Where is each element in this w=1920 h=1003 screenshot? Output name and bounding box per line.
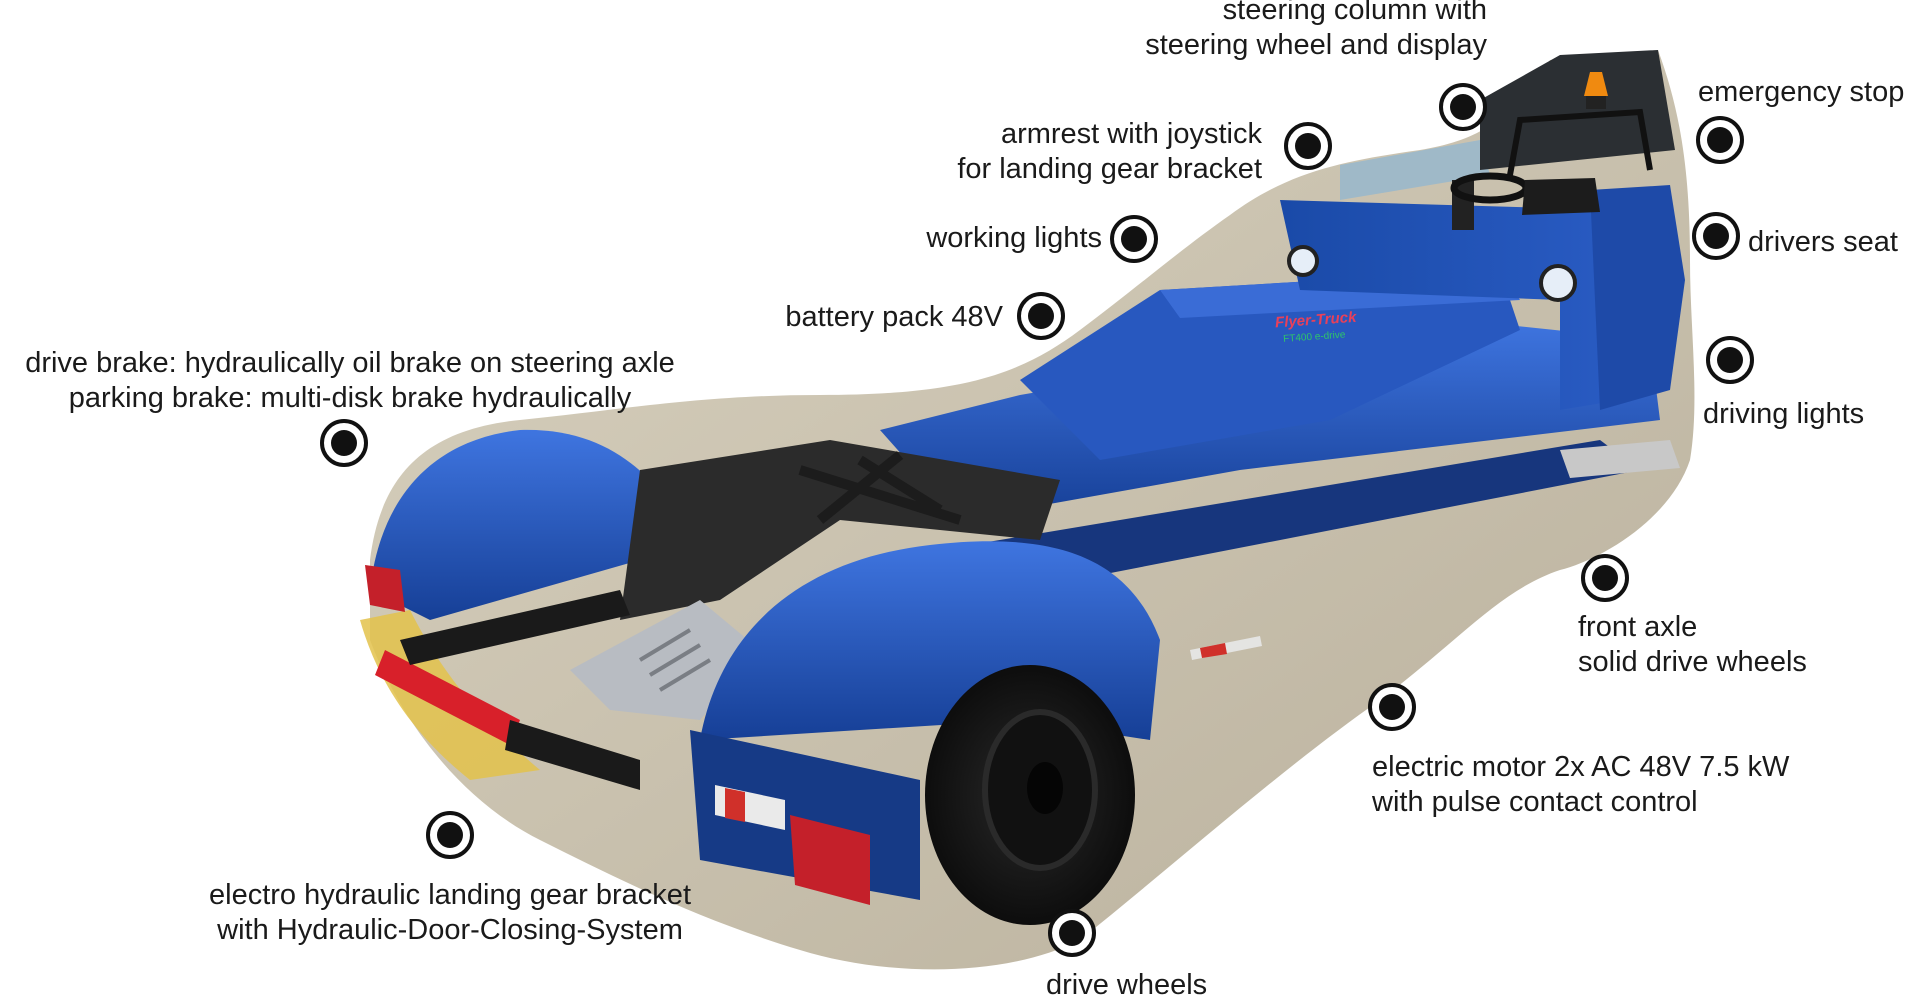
landing-gear-mechanism (620, 440, 1060, 620)
model-decal: FT400 e-drive (1283, 330, 1346, 345)
callout-marker-electric-motor (1368, 683, 1416, 731)
callout-marker-dot (437, 822, 463, 848)
callout-marker-dot (1028, 303, 1054, 329)
label-brakes: drive brake: hydraulically oil brake on … (25, 347, 675, 414)
tow-bar-arm (400, 590, 630, 665)
left-fender (370, 429, 650, 620)
cab-side-panel (1590, 185, 1685, 410)
label-drive-wheels: drive wheels (1046, 969, 1208, 1001)
callout-marker-steering-column (1439, 83, 1487, 131)
tow-bar (375, 650, 520, 745)
callout-marker-dot (331, 430, 357, 456)
callout-marker-front-axle (1581, 554, 1629, 602)
callout-marker-armrest (1284, 122, 1332, 170)
front-step (1560, 440, 1680, 478)
tray-slots (638, 628, 712, 692)
callout-marker-brakes (320, 419, 368, 467)
drivers-seat-shape (1522, 178, 1600, 215)
callout-marker-battery-pack (1017, 292, 1065, 340)
callout-marker-dot (1717, 347, 1743, 373)
taillight-right (790, 815, 870, 905)
battery-box (1020, 270, 1520, 460)
label-battery-pack: battery pack 48V (785, 301, 1003, 333)
callout-marker-landing-gear-bracket (426, 811, 474, 859)
brand-decal: Flyer-Truck (1275, 309, 1358, 332)
callout-marker-drivers-seat (1692, 212, 1740, 260)
label-landing-gear-bracket: electro hydraulic landing gear bracket w… (209, 879, 691, 946)
background-building (1340, 140, 1490, 200)
callout-marker-dot (1059, 920, 1085, 946)
headlight (1539, 264, 1577, 302)
callout-marker-dot (1703, 223, 1729, 249)
landing-gear-tray (570, 600, 760, 720)
label-emergency-stop: emergency stop (1698, 76, 1905, 108)
callout-marker-emergency-stop (1696, 116, 1744, 164)
label-driving-lights: driving lights (1703, 398, 1865, 430)
side-stripe (1200, 643, 1227, 658)
label-electric-motor: electric motor 2x AC 48V 7.5 kW with pul… (1372, 751, 1790, 818)
callout-marker-dot (1379, 694, 1405, 720)
callout-marker-drive-wheels (1048, 909, 1096, 957)
callout-marker-driving-lights (1706, 336, 1754, 384)
tow-bar-arm (505, 720, 640, 790)
callout-marker-dot (1295, 133, 1321, 159)
label-steering-column: steering column with steering wheel and … (1145, 0, 1487, 61)
background-dark-area (1480, 50, 1675, 170)
landing-gear-frame (798, 451, 962, 525)
label-front-axle: front axle solid drive wheels (1578, 611, 1807, 678)
label-working-lights: working lights (926, 222, 1102, 254)
callout-marker-dot (1121, 226, 1147, 252)
drive-wheel-center (1027, 762, 1063, 814)
callout-marker-dot (1450, 94, 1476, 120)
callout-marker-dot (1592, 565, 1618, 591)
reflector-stripe (725, 788, 745, 822)
roll-bar (1507, 108, 1653, 176)
label-drivers-seat: drivers seat (1748, 226, 1898, 258)
label-armrest: armrest with joystick for landing gear b… (957, 118, 1262, 185)
taillight-left (365, 565, 405, 612)
beacon-light (1584, 72, 1608, 96)
callout-marker-dot (1707, 127, 1733, 153)
cab-hood (1280, 200, 1640, 410)
beacon-base (1586, 95, 1606, 109)
callout-marker-working-lights (1110, 215, 1158, 263)
headlight (1287, 245, 1319, 277)
